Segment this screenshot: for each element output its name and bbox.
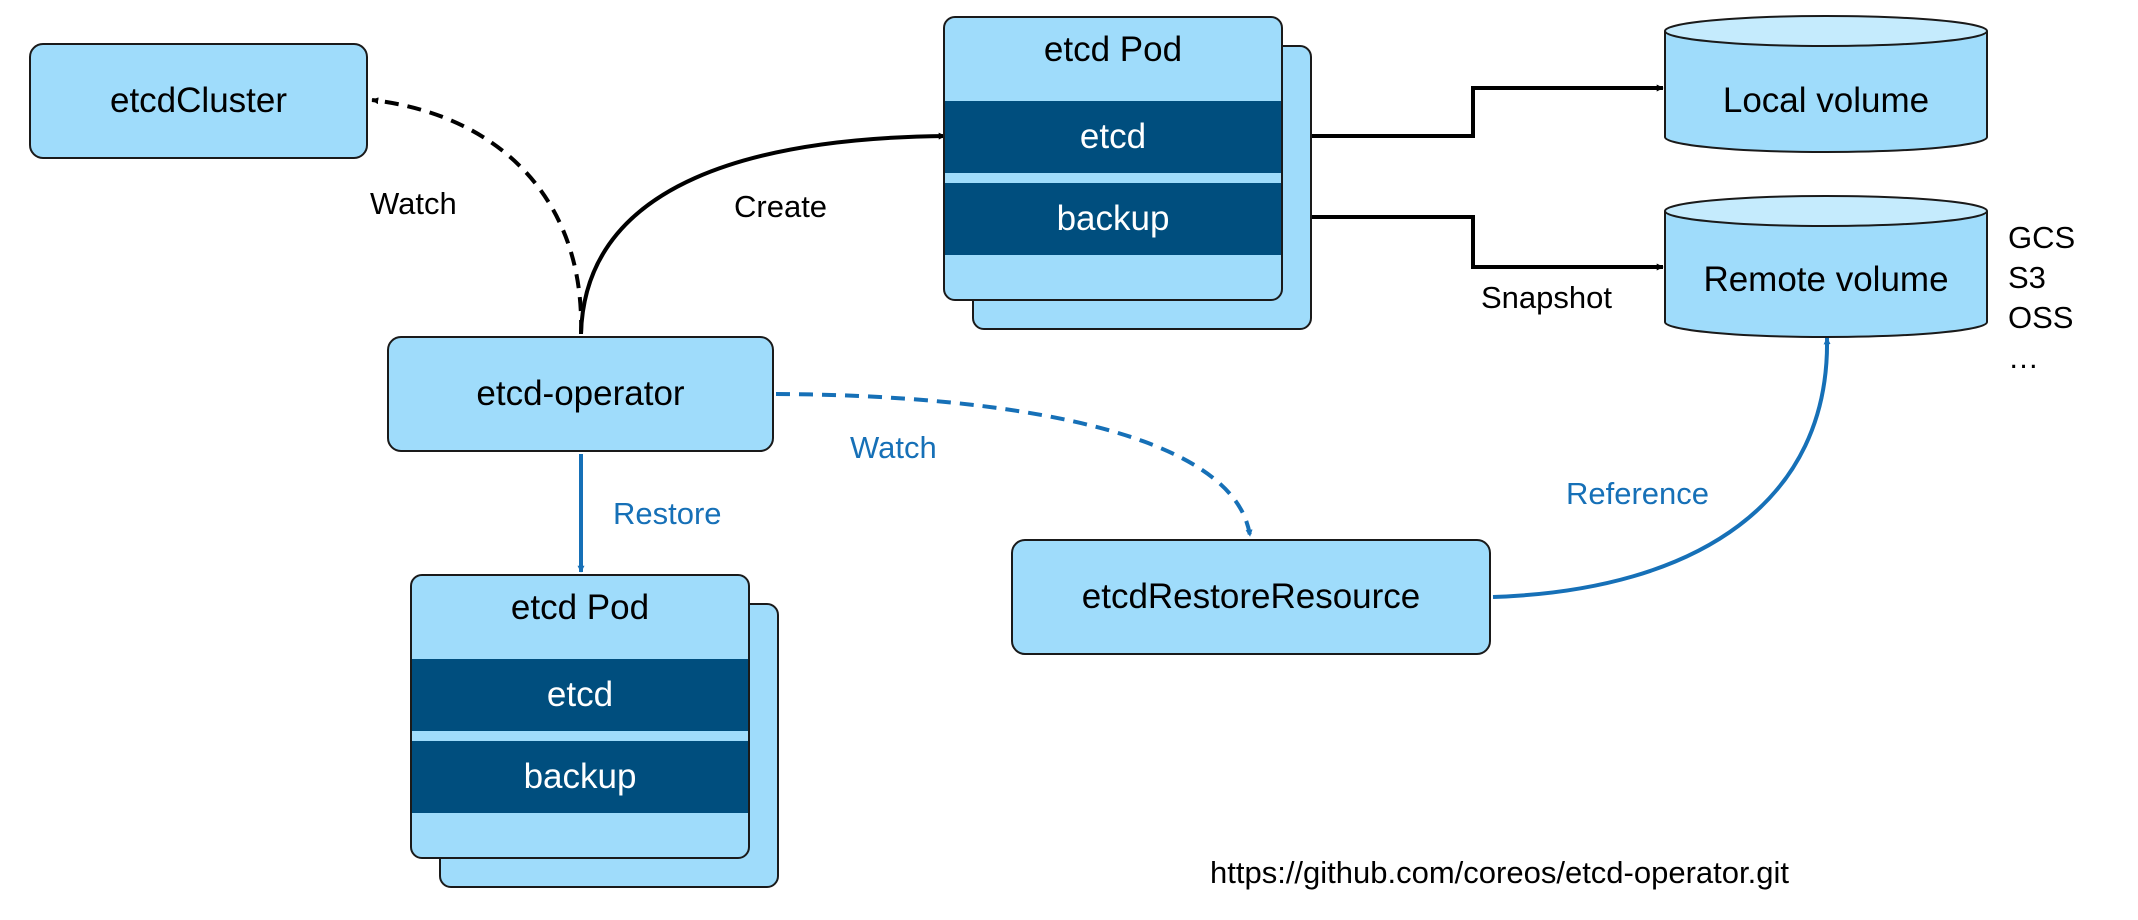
etcd-pod-bottom-backup-container: backup bbox=[412, 741, 748, 813]
storage-option: … bbox=[2008, 340, 2039, 375]
etcd-pod-bottom-etcd-container: etcd bbox=[412, 659, 748, 731]
create-label: Create bbox=[734, 189, 828, 224]
etcd-operator-label: etcd-operator bbox=[476, 374, 685, 413]
edge-etcd-local-volume bbox=[1282, 84, 1664, 138]
edge-snapshot bbox=[1282, 215, 1664, 271]
etcd-restore-resource-label: etcdRestoreResource bbox=[1081, 577, 1421, 616]
etcd-pod-top-etcd-container: etcd bbox=[945, 101, 1281, 173]
etcd-pod-bottom-front: etcd Pod etcd backup bbox=[410, 574, 750, 859]
storage-option: OSS bbox=[2008, 300, 2074, 335]
watch-cluster-label: Watch bbox=[370, 186, 457, 221]
reference-label: Reference bbox=[1566, 476, 1710, 511]
etcd-pod-bottom-title: etcd Pod bbox=[510, 588, 650, 627]
local-volume-label: Local volume bbox=[1722, 81, 1930, 120]
etcd-pod-top: etcd Pod etcd backup bbox=[943, 16, 1312, 330]
etcd-operator-node: etcd-operator bbox=[387, 336, 774, 452]
edge-create bbox=[579, 132, 946, 335]
snapshot-label: Snapshot bbox=[1481, 280, 1612, 315]
etcd-pod-top-title: etcd Pod bbox=[1043, 30, 1183, 69]
watch-restore-label: Watch bbox=[850, 430, 937, 465]
footer-url: https://github.com/coreos/etcd-operator.… bbox=[1210, 855, 1789, 890]
edge-watch-cluster bbox=[371, 97, 584, 335]
edge-watch-restore bbox=[775, 392, 1253, 537]
storage-option: S3 bbox=[2008, 260, 2046, 295]
etcd-cluster-label: etcdCluster bbox=[109, 81, 288, 120]
storage-options-list: GCS S3 OSS … bbox=[2008, 218, 2075, 378]
etcd-restore-resource-node: etcdRestoreResource bbox=[1011, 539, 1491, 655]
storage-option: GCS bbox=[2008, 220, 2076, 255]
remote-volume-label: Remote volume bbox=[1703, 260, 1949, 299]
etcd-pod-top-backup-container: backup bbox=[945, 183, 1281, 255]
restore-label: Restore bbox=[613, 496, 722, 531]
local-volume-cylinder bbox=[1664, 15, 1988, 153]
etcd-pod-bottom: etcd Pod etcd backup bbox=[410, 574, 779, 888]
remote-volume-cylinder bbox=[1664, 195, 1988, 338]
etcd-cluster-node: etcdCluster bbox=[29, 43, 368, 159]
etcd-pod-top-front: etcd Pod etcd backup bbox=[943, 16, 1283, 301]
edge-reference bbox=[1492, 337, 1831, 599]
